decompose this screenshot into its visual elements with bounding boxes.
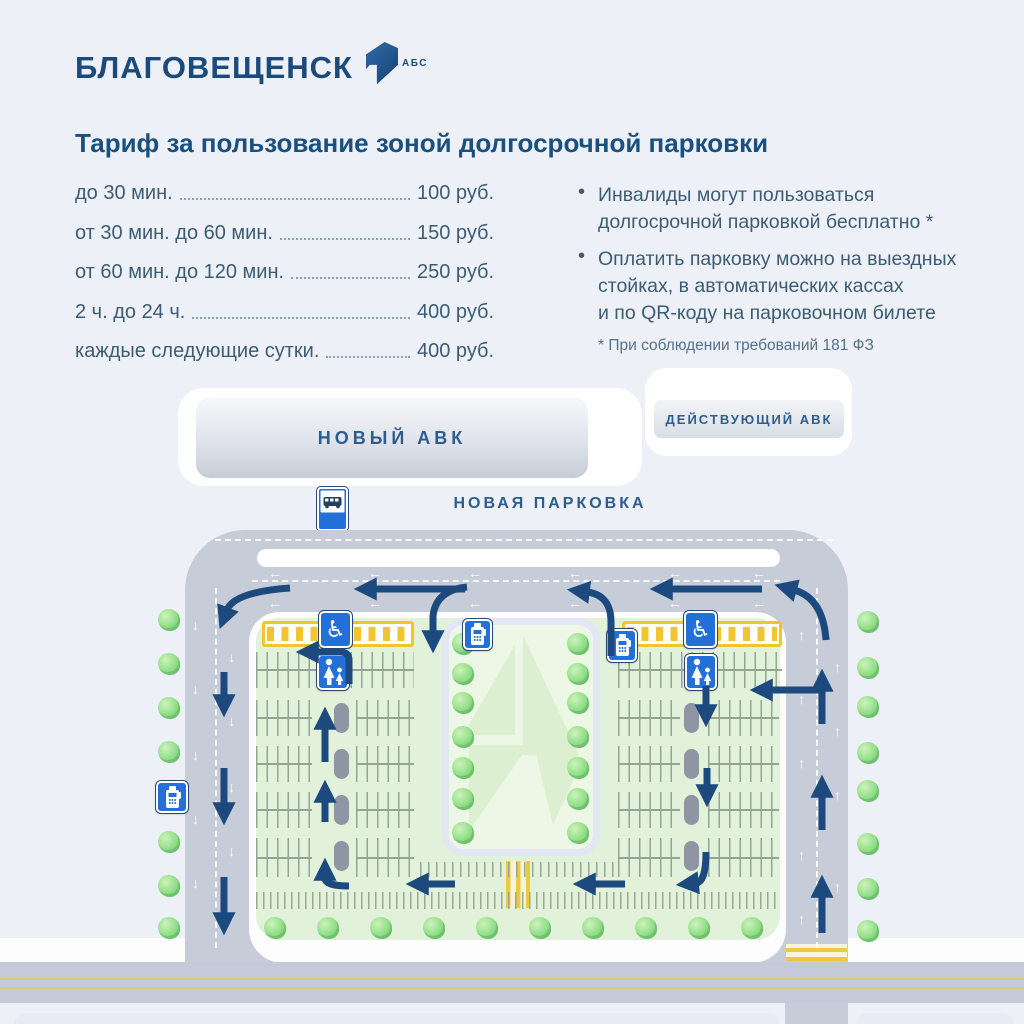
tariff-row: 2 ч. до 24 ч. 400 руб. <box>75 301 507 324</box>
pedestrian-crossing-entrance <box>786 944 847 961</box>
existing-terminal-label: ДЕЙСТВУЮЩИЙ АВК <box>665 411 833 427</box>
footnote: * При соблюдении требований 181 ФЗ <box>598 337 874 354</box>
dotted-leader <box>279 237 410 240</box>
dotted-leader <box>326 356 410 358</box>
tariff-label: до 30 мин. <box>75 182 173 204</box>
payment-terminal-icon <box>155 780 189 814</box>
dotted-leader <box>192 316 410 319</box>
tariff-price: 100 руб. <box>417 182 495 204</box>
tariff-row: каждые следующие сутки. 400 руб. <box>75 340 507 363</box>
mother-child-icon <box>684 653 718 691</box>
new-terminal-building: НОВЫЙ АВК <box>196 398 588 478</box>
tariff-label: каждые следующие сутки. <box>75 340 320 362</box>
note-bullet: Инвалиды могут пользоваться долгосрочной… <box>598 184 934 233</box>
road-median <box>257 549 780 567</box>
disabled-parking-icon: ♿ <box>318 610 353 649</box>
tariff-list: до 30 мин. 100 руб. от 30 мин. до 60 мин… <box>75 182 507 363</box>
disabled-parking-icon: ♿ <box>683 610 718 649</box>
tariff-label: от 60 мин. до 120 мин. <box>75 261 285 283</box>
far-block <box>14 1013 780 1024</box>
tariff-price: 150 руб. <box>417 221 495 244</box>
new-parking-label: НОВАЯ ПАРКОВКА <box>453 495 647 512</box>
city-street <box>0 962 1024 1003</box>
tariff-price: 400 руб. <box>417 300 495 323</box>
entrance-road-stub <box>785 1003 848 1024</box>
tariff-price: 250 руб. <box>417 261 495 283</box>
tariff-row: от 30 мин. до 60 мин. 150 руб. <box>75 222 507 245</box>
tariff-row: до 30 мин. 100 руб. <box>75 182 507 205</box>
logo-suffix: АБС <box>402 58 428 69</box>
far-block <box>856 1013 1014 1024</box>
page-title: Тариф за пользование зоной долгосрочной … <box>75 128 769 158</box>
note-bullet: Оплатить парковку можно на выездных стой… <box>598 248 957 324</box>
existing-terminal-building: ДЕЙСТВУЮЩИЙ АВК <box>654 400 844 438</box>
payment-terminal-icon <box>462 618 493 651</box>
tariff-label: 2 ч. до 24 ч. <box>75 300 186 323</box>
new-terminal-label: НОВЫЙ АВК <box>317 427 467 448</box>
dotted-leader <box>291 277 410 279</box>
logo-city-text: БЛАГОВЕЩЕНСК <box>75 50 353 85</box>
dotted-leader <box>179 198 410 200</box>
tariff-price: 400 руб. <box>417 340 495 362</box>
street-center-lines <box>0 978 1024 989</box>
tariff-label: от 30 мин. до 60 мин. <box>75 221 273 244</box>
tariff-row: от 60 мин. до 120 мин. 250 руб. <box>75 261 507 284</box>
